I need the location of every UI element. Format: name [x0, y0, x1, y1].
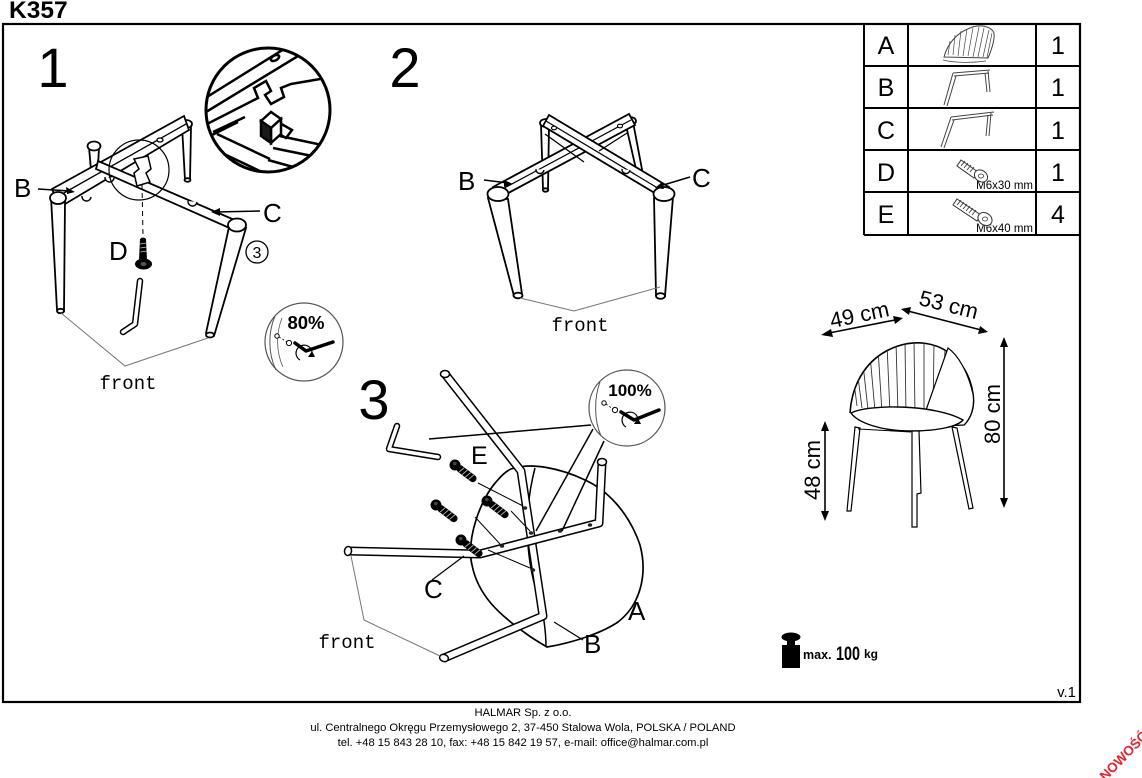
svg-text:53 cm: 53 cm — [917, 285, 981, 324]
svg-text:C: C — [263, 198, 282, 228]
svg-text:front: front — [318, 632, 375, 654]
svg-text:80 cm: 80 cm — [980, 384, 1005, 444]
svg-text:kg: kg — [864, 647, 878, 661]
svg-text:max.: max. — [803, 648, 832, 662]
svg-text:HALMAR Sp. z o.o.: HALMAR Sp. z o.o. — [475, 707, 572, 719]
svg-text:B: B — [14, 173, 31, 203]
svg-text:C: C — [692, 163, 711, 193]
svg-text:B: B — [458, 166, 475, 196]
svg-text:front: front — [551, 315, 608, 337]
svg-text:80%: 80% — [287, 312, 324, 333]
svg-text:M6x30 mm: M6x30 mm — [976, 180, 1033, 192]
svg-text:1: 1 — [1051, 74, 1065, 102]
svg-text:B: B — [878, 74, 895, 102]
svg-text:M6x40 mm: M6x40 mm — [976, 223, 1033, 235]
svg-text:K357: K357 — [9, 0, 68, 24]
svg-text:B: B — [584, 629, 601, 659]
svg-text:D: D — [109, 236, 128, 266]
svg-text:tel. +48 15 843 28 10, fax: +4: tel. +48 15 843 28 10, fax: +48 15 842 1… — [338, 737, 709, 749]
svg-text:1: 1 — [1051, 159, 1065, 187]
svg-text:E: E — [471, 442, 488, 470]
svg-text:100%: 100% — [608, 381, 651, 400]
svg-text:C: C — [424, 574, 443, 604]
svg-text:v.1: v.1 — [1057, 684, 1076, 701]
svg-text:4: 4 — [1051, 201, 1065, 229]
svg-text:2: 2 — [389, 36, 420, 99]
svg-text:1: 1 — [1051, 32, 1065, 60]
svg-text:front: front — [99, 373, 156, 395]
svg-text:48 cm: 48 cm — [800, 440, 825, 500]
svg-text:C: C — [877, 117, 895, 145]
svg-text:ul. Centralnego Okręgu Przemys: ul. Centralnego Okręgu Przemysłowego 2, … — [310, 722, 735, 734]
svg-text:1: 1 — [1051, 117, 1065, 145]
svg-text:D: D — [877, 159, 895, 187]
svg-text:3: 3 — [253, 245, 262, 262]
svg-text:3: 3 — [358, 368, 389, 431]
svg-text:A: A — [878, 32, 895, 60]
svg-text:1: 1 — [37, 36, 68, 99]
svg-text:A: A — [628, 596, 646, 626]
svg-text:100: 100 — [836, 644, 860, 665]
svg-text:NOWOŚĆ: NOWOŚĆ — [1097, 728, 1142, 778]
svg-text:E: E — [878, 201, 895, 229]
